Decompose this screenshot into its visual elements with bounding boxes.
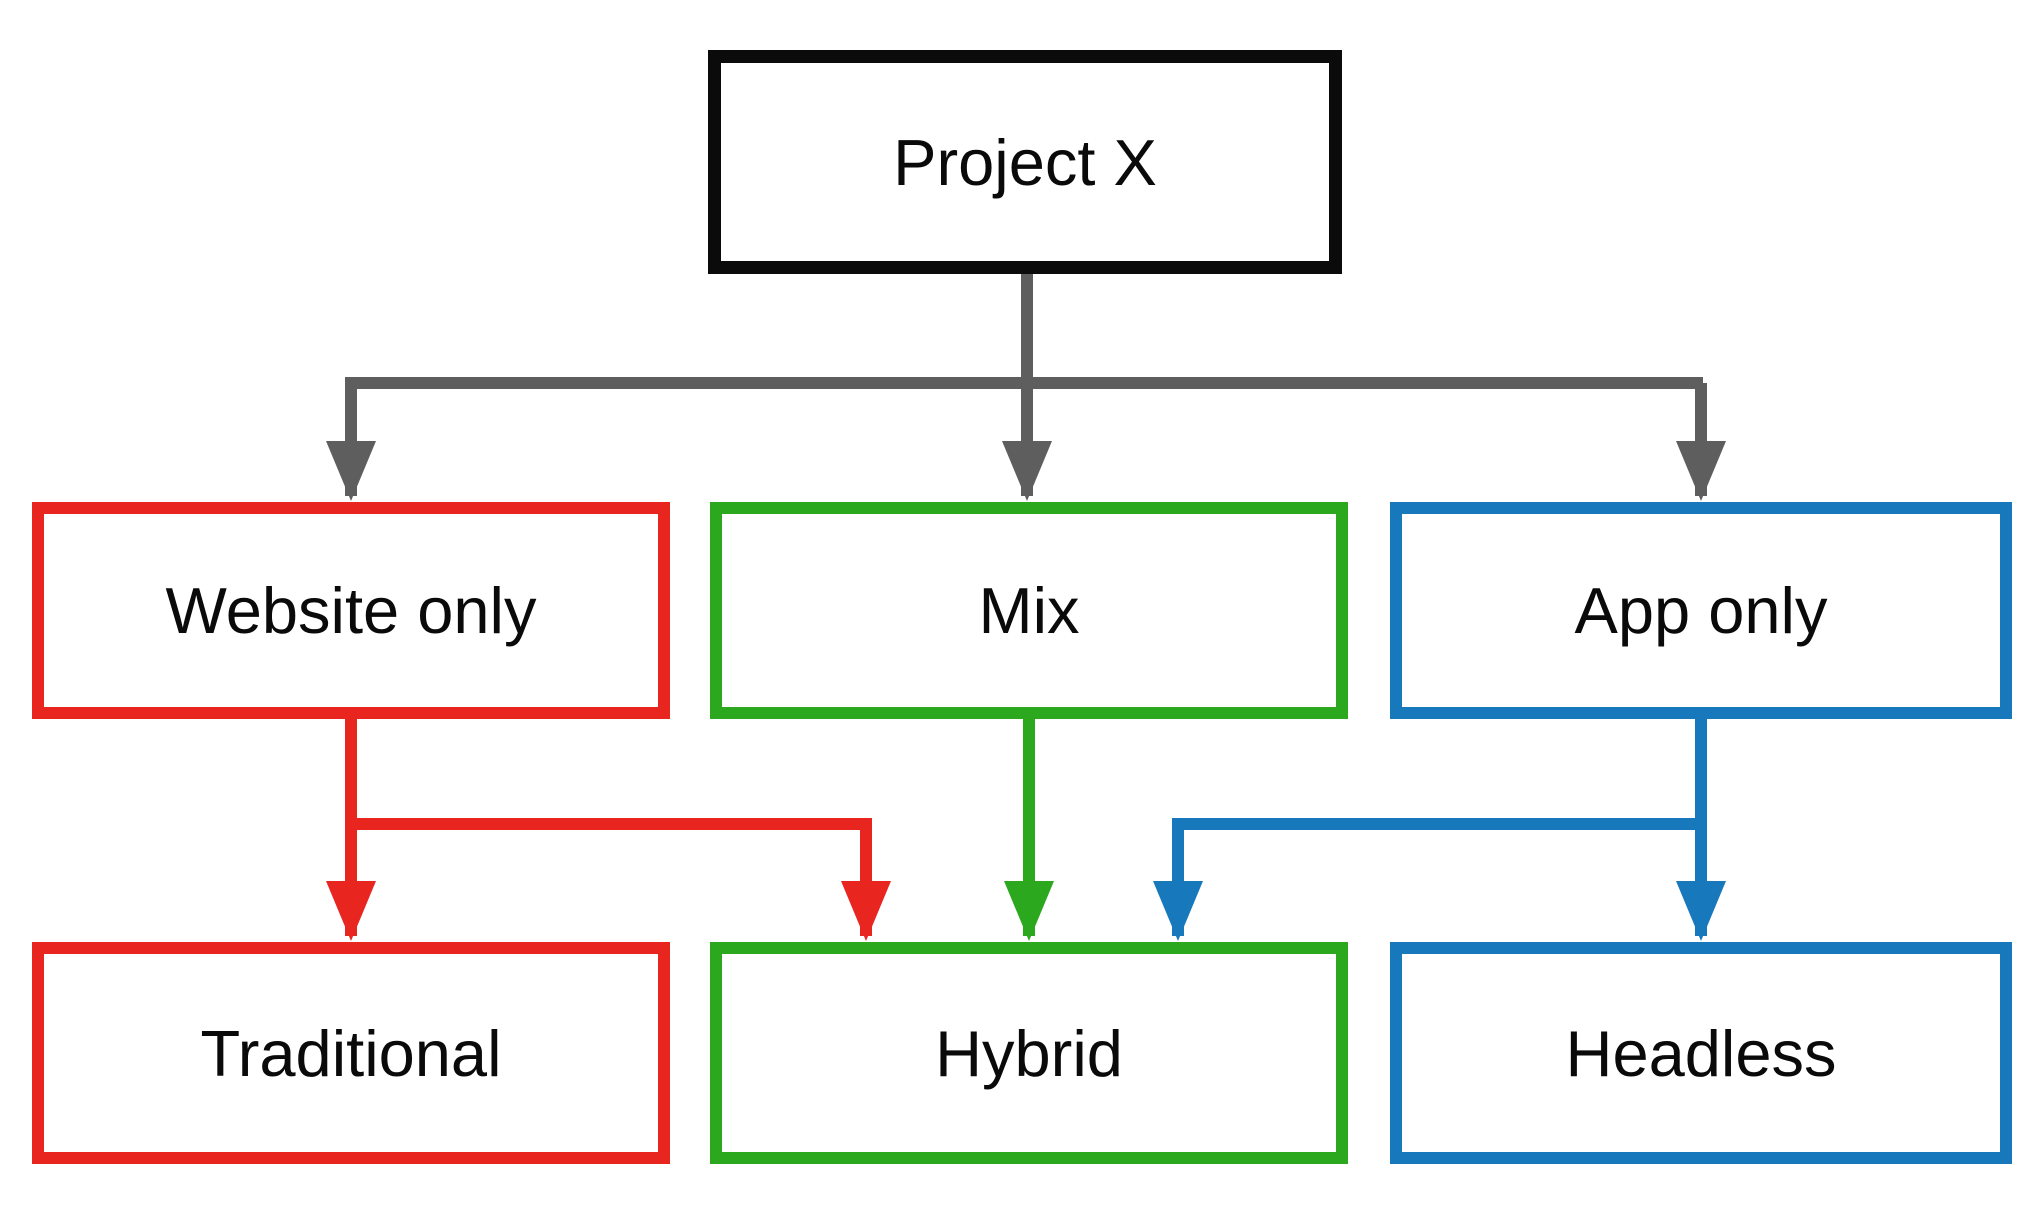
node-website-only: Website only <box>32 502 670 719</box>
node-app-only: App only <box>1390 502 2012 719</box>
node-hybrid-label: Hybrid <box>935 1016 1123 1090</box>
edge-apponly-to-hybrid <box>1153 818 1701 941</box>
node-headless: Headless <box>1390 942 2012 1164</box>
node-mix-label: Mix <box>978 574 1080 647</box>
node-hybrid: Hybrid <box>710 942 1348 1164</box>
node-website-only-label: Website only <box>165 574 537 647</box>
node-mix: Mix <box>710 502 1348 719</box>
node-project-x: Project X <box>708 50 1342 274</box>
node-traditional-label: Traditional <box>200 1016 502 1090</box>
node-headless-label: Headless <box>1565 1016 1837 1090</box>
node-project-x-label: Project X <box>893 125 1157 199</box>
node-traditional: Traditional <box>32 942 670 1164</box>
edge-websiteonly-to-hybrid <box>351 818 891 941</box>
node-app-only-label: App only <box>1574 574 1828 647</box>
